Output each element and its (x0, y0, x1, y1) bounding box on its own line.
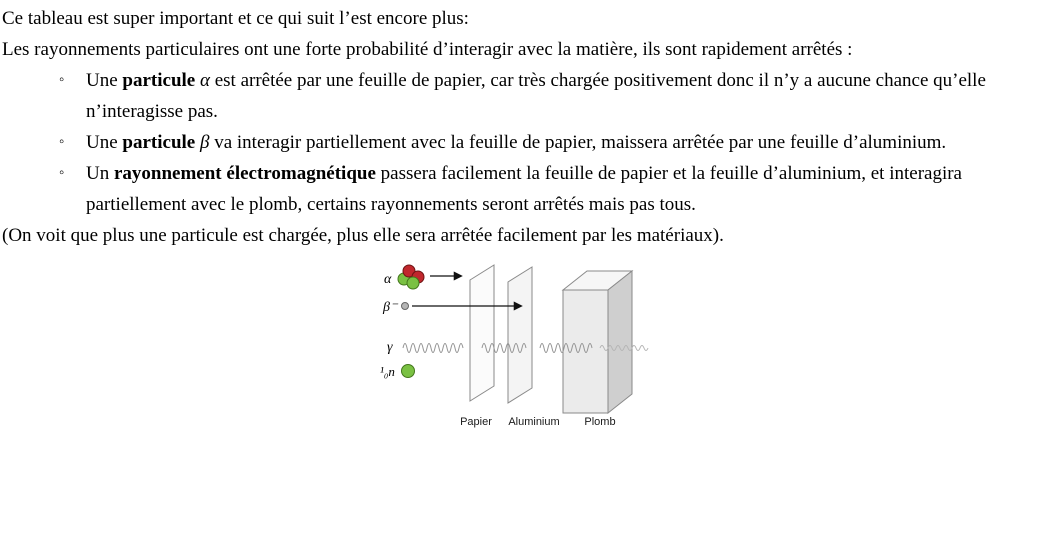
gamma-label: γ (387, 340, 393, 355)
bullet-gamma-text: Un rayonnement électromagnétique passera… (86, 158, 1053, 220)
bullet-gamma-rest: passera facilement la feuille de papier … (86, 163, 962, 215)
bullet-alpha-rest: est arrêtée par une feuille de papier, c… (86, 70, 986, 122)
bullet-icon: ◦ (59, 134, 65, 150)
bullet-gamma: ◦ Un rayonnement électromagnétique passe… (59, 158, 1053, 220)
alpha-symbol: α (195, 70, 210, 91)
bullet-beta-bold: particule (122, 132, 196, 153)
neutron-label: ¹₀n (380, 364, 395, 379)
gamma-wave (402, 343, 648, 353)
bullet-icon: ◦ (59, 72, 65, 88)
aluminium-label: Aluminium (508, 416, 559, 428)
paper-label: Papier (460, 416, 492, 428)
lead-block (561, 269, 633, 415)
neutron-particle (400, 364, 415, 378)
paper-sheet (469, 264, 494, 402)
radiation-penetration-diagram: α β⁻ γ ¹₀n Papier Aluminium Plomb (378, 258, 678, 434)
intro-line-2: Les rayonnements particulaires ont une f… (2, 39, 853, 60)
outro-line: (On voit que plus une particule est char… (2, 225, 724, 246)
lead-label: Plomb (584, 416, 615, 428)
bullet-alpha: ◦ Une particule α est arrêtée par une fe… (59, 65, 1053, 127)
aluminium-sheet (507, 266, 532, 404)
bullet-beta-rest: va interagir partiellement avec la feuil… (209, 132, 947, 153)
intro-line-1: Ce tableau est super important et ce qui… (2, 8, 469, 29)
bullet-beta-pre: Une (86, 132, 123, 153)
bullet-alpha-bold: particule (122, 70, 196, 91)
bullet-alpha-pre: Une (86, 70, 123, 91)
alpha-label: α (384, 272, 392, 287)
alpha-particle (397, 264, 424, 290)
bullet-list: ◦ Une particule α est arrêtée par une fe… (2, 65, 1053, 220)
bullet-gamma-pre: Un (86, 163, 114, 184)
beta-particle (400, 302, 409, 310)
document: Ce tableau est super important et ce qui… (2, 8, 1053, 434)
beta-symbol: β (195, 132, 210, 153)
radiation-diagram-svg: α β⁻ γ ¹₀n Papier Aluminium Plomb (380, 264, 648, 428)
bullet-beta: ◦ Une particule β va interagir partielle… (59, 127, 1053, 158)
bullet-icon: ◦ (59, 165, 65, 181)
bullet-beta-text: Une particule β va interagir partielleme… (86, 127, 1053, 158)
bullet-alpha-text: Une particule α est arrêtée par une feui… (86, 65, 1053, 127)
bullet-gamma-bold: rayonnement électromagnétique (113, 163, 376, 184)
beta-label: β⁻ (382, 300, 399, 315)
